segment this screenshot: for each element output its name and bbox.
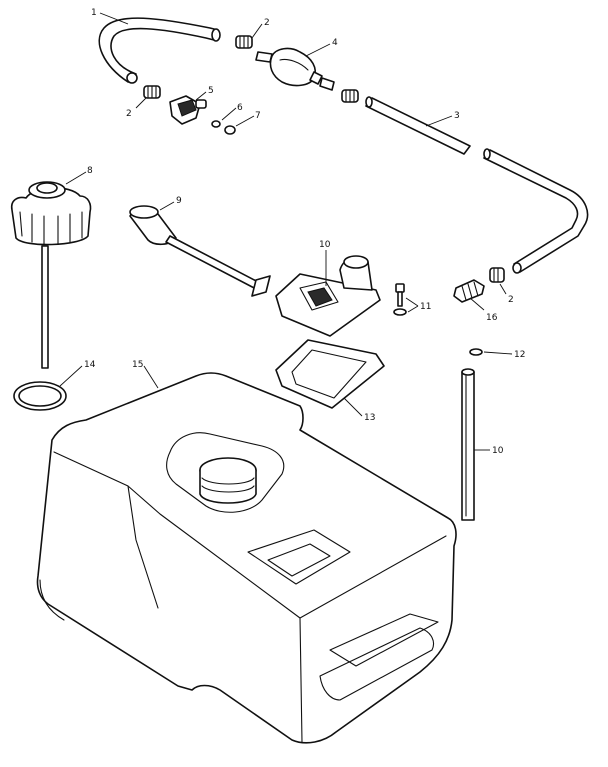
fill-cap: [10, 181, 92, 369]
pickup-o-ring: [469, 348, 483, 356]
hose-fitting-top: [235, 35, 253, 49]
callout-6: 6: [237, 103, 243, 113]
callout-labels: 1 2 2 4 5 6 7 3 8 9 10 2 11 16 12 14 15 …: [84, 8, 525, 456]
callout-14: 14: [84, 360, 96, 370]
callout-3: 3: [454, 111, 460, 121]
primer-bulb: [255, 47, 335, 91]
callout-2-top: 2: [264, 18, 270, 28]
callout-2-left: 2: [126, 109, 132, 119]
fuel-hose-curved: [98, 17, 221, 84]
o-ring: [224, 125, 236, 135]
fuel-tank: [36, 372, 457, 744]
fuel-connector: [169, 95, 207, 125]
callout-9: 9: [176, 196, 182, 206]
mounting-screw: [393, 283, 407, 316]
gauge-gasket: [275, 339, 385, 409]
callout-2-right: 2: [508, 295, 514, 305]
callout-5: 5: [208, 86, 214, 96]
fuel-hose-long: [365, 96, 589, 274]
tank-elbow-fitting: [453, 279, 485, 303]
callout-1: 1: [91, 8, 97, 18]
callout-13: 13: [364, 413, 375, 423]
callout-8: 8: [87, 166, 93, 176]
callout-12: 12: [514, 350, 525, 360]
callout-10-tube: 10: [492, 446, 504, 456]
o-ring-small: [211, 120, 221, 128]
hose-fitting-mid: [341, 89, 359, 103]
fuel-gauge-body: [275, 255, 381, 337]
hose-fitting-right: [489, 267, 505, 283]
callout-11: 11: [420, 302, 431, 312]
callout-15: 15: [132, 360, 143, 370]
callout-leaders: [59, 12, 513, 451]
fuel-gauge-float: [129, 205, 271, 297]
callout-7: 7: [255, 111, 261, 121]
cap-gasket: [13, 381, 67, 411]
hose-fitting-left: [143, 85, 161, 99]
callout-16: 16: [486, 313, 498, 323]
callout-4: 4: [332, 38, 338, 48]
pickup-tube: [461, 368, 475, 521]
callout-10-gauge: 10: [319, 240, 331, 250]
